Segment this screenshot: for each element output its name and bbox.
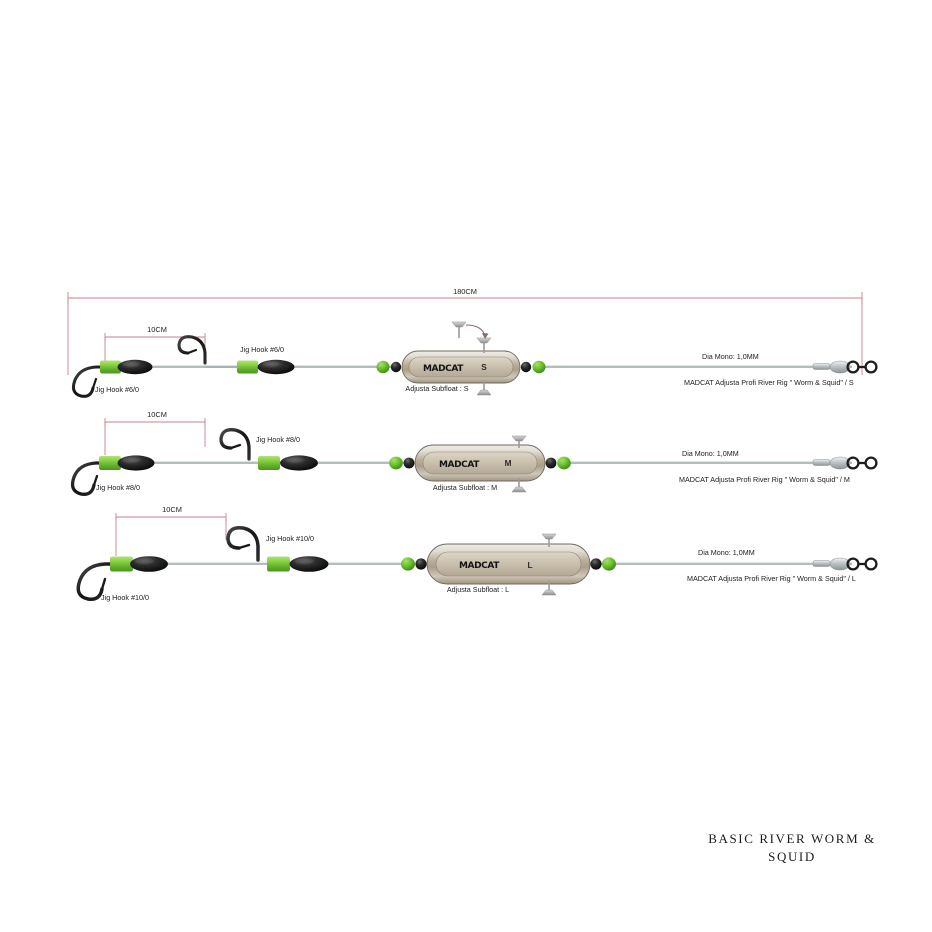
- float-stop-black-left-m: [403, 457, 415, 469]
- float-brand-s: MADCAT: [423, 364, 464, 374]
- diagram-title-line1: BASIC RIVER WORM &: [708, 831, 876, 846]
- rig-row-m: 10CM Jig Hook #8/0 Jig Hook #8/0: [70, 410, 878, 496]
- rig-bead-upper-highlight-l: [295, 558, 313, 564]
- rig-bead-upper-m: [280, 455, 318, 471]
- mono-line-l: [124, 561, 852, 565]
- diagram-title-line2: SQUID: [768, 849, 816, 864]
- adjusta-subfloat-s: MADCAT S Adjusta Subfloat : S: [401, 337, 521, 396]
- float-pin-top-s: [476, 337, 492, 353]
- rig-row-l: 10CM Jig Hook #10/0 Jig Hook #10/0: [76, 505, 878, 602]
- rig-sleeve-upper-l: [267, 556, 290, 572]
- float-pin-top-m: [511, 435, 527, 448]
- rig-row-s: 10CM Jig Hook #6/0 Jig Hook #6/0: [71, 321, 878, 398]
- float-stop-black-right-m: [545, 457, 557, 469]
- float-stop-black-right-l: [590, 558, 602, 570]
- segment-dimension-s: 10CM: [104, 325, 206, 363]
- swivel-assembly-l: [812, 557, 878, 571]
- rig-bead-upper-s: [257, 359, 295, 375]
- rig-bead-upper-highlight-s: [263, 361, 279, 367]
- float-stop-green-right-m: [557, 456, 571, 470]
- rig-sleeve-upper-m: [258, 456, 280, 470]
- swivel-assembly-m: [812, 456, 878, 470]
- float-stop-green-right-s: [532, 360, 546, 374]
- float-stop-black-right-s: [520, 361, 532, 373]
- rig-bead-lower-highlight-l: [135, 558, 153, 564]
- jig-hook-lower-m: [70, 461, 107, 496]
- jig-hook-upper-label-s: Jig Hook #6/0: [240, 345, 284, 354]
- adjusta-subfloat-m: MADCAT M Adjusta Subfloat : M: [414, 435, 546, 493]
- jig-hook-upper-m: [219, 428, 251, 461]
- float-stop-green-left-s: [376, 360, 390, 374]
- swivel-barrel-m: [829, 456, 851, 470]
- rig-bead-lower-m: [117, 455, 155, 471]
- float-size-mark-l: L: [527, 561, 532, 570]
- jig-hook-lower-label-m: Jig Hook #8/0: [96, 483, 140, 492]
- product-label-l: MADCAT Adjusta Profi River Rig " Worm & …: [687, 574, 856, 583]
- rig-sleeve-upper-s: [237, 360, 258, 374]
- jig-hook-lower-label-l: Jig Hook #10/0: [101, 593, 149, 602]
- rig-bead-upper-l: [289, 556, 329, 572]
- product-label-s: MADCAT Adjusta Profi River Rig " Worm & …: [684, 378, 854, 387]
- diagram-title: BASIC RIVER WORM & SQUID: [708, 831, 876, 864]
- jig-hook-upper-label-m: Jig Hook #8/0: [256, 435, 300, 444]
- float-pin-bottom-s: [476, 381, 492, 396]
- swivel-ring-right-l: [864, 557, 878, 571]
- float-brand-l: MADCAT: [459, 561, 500, 571]
- jig-hook-upper-l: [226, 525, 260, 562]
- pin-insert-arrow-s: [465, 324, 486, 337]
- swivel-assembly-s: [812, 360, 878, 374]
- float-brand-m: MADCAT: [439, 460, 480, 470]
- jig-hook-lower-s: [71, 365, 107, 398]
- segment-dimension-l: 10CM: [115, 505, 227, 556]
- product-label-m: MADCAT Adjusta Profi River Rig " Worm & …: [679, 475, 850, 484]
- float-stop-black-left-s: [390, 361, 402, 373]
- float-inner-m: [422, 451, 538, 475]
- jig-hook-lower-l: [76, 562, 118, 602]
- rig-sleeve-lower-s: [100, 360, 121, 374]
- overall-dimension-label: 180CM: [453, 287, 477, 296]
- float-size-mark-m: M: [505, 459, 512, 468]
- rig-sleeve-lower-m: [99, 456, 121, 470]
- mono-diameter-label-s: Dia Mono: 1,0MM: [702, 352, 759, 361]
- float-label-l: Adjusta Subfloat : L: [447, 585, 509, 594]
- mono-diameter-label-m: Dia Mono: 1,0MM: [682, 449, 739, 458]
- swivel-barrel-s: [829, 360, 851, 374]
- float-stop-green-left-m: [389, 456, 403, 470]
- rig-bead-upper-highlight-m: [285, 457, 303, 463]
- segment-dimension-m: 10CM: [104, 410, 206, 455]
- rig-bead-lower-highlight-m: [122, 457, 140, 463]
- rig-bead-lower-l: [130, 556, 168, 572]
- swivel-ring-right-m: [864, 456, 878, 470]
- segment-dimension-label-s: 10CM: [147, 325, 167, 334]
- float-pin-top-l: [541, 533, 557, 547]
- crimp-sleeve-m: [812, 459, 831, 466]
- swivel-ring-right-s: [864, 360, 878, 374]
- crimp-sleeve-s: [812, 363, 831, 370]
- jig-hook-upper-s: [177, 335, 207, 365]
- overall-dimension: 180CM: [67, 287, 863, 375]
- mono-diameter-label-l: Dia Mono: 1,0MM: [698, 548, 755, 557]
- rig-bead-lower-highlight-s: [123, 361, 139, 367]
- adjusta-subfloat-l: MADCAT L Adjusta Subfloat : L: [426, 533, 591, 596]
- float-label-s: Adjusta Subfloat : S: [405, 384, 468, 393]
- swivel-barrel-l: [829, 557, 851, 571]
- float-pin-bottom-l: [541, 581, 557, 596]
- float-inner-s: [408, 356, 514, 378]
- rig-sleeve-lower-l: [110, 556, 133, 572]
- segment-dimension-label-l: 10CM: [162, 505, 182, 514]
- float-inner-l: [435, 551, 582, 577]
- jig-hook-lower-label-s: Jig Hook #6/0: [95, 385, 139, 394]
- jig-hook-upper-label-l: Jig Hook #10/0: [266, 534, 314, 543]
- crimp-sleeve-l: [812, 560, 831, 567]
- float-size-mark-s: S: [481, 363, 487, 372]
- float-stop-green-left-l: [401, 557, 415, 571]
- float-stop-black-left-l: [415, 558, 427, 570]
- float-stop-green-right-l: [602, 557, 616, 571]
- float-pin-bottom-m: [511, 478, 527, 493]
- pin-insert-annotation-s: [451, 321, 489, 339]
- segment-dimension-label-m: 10CM: [147, 410, 167, 419]
- float-label-m: Adjusta Subfloat : M: [433, 483, 497, 492]
